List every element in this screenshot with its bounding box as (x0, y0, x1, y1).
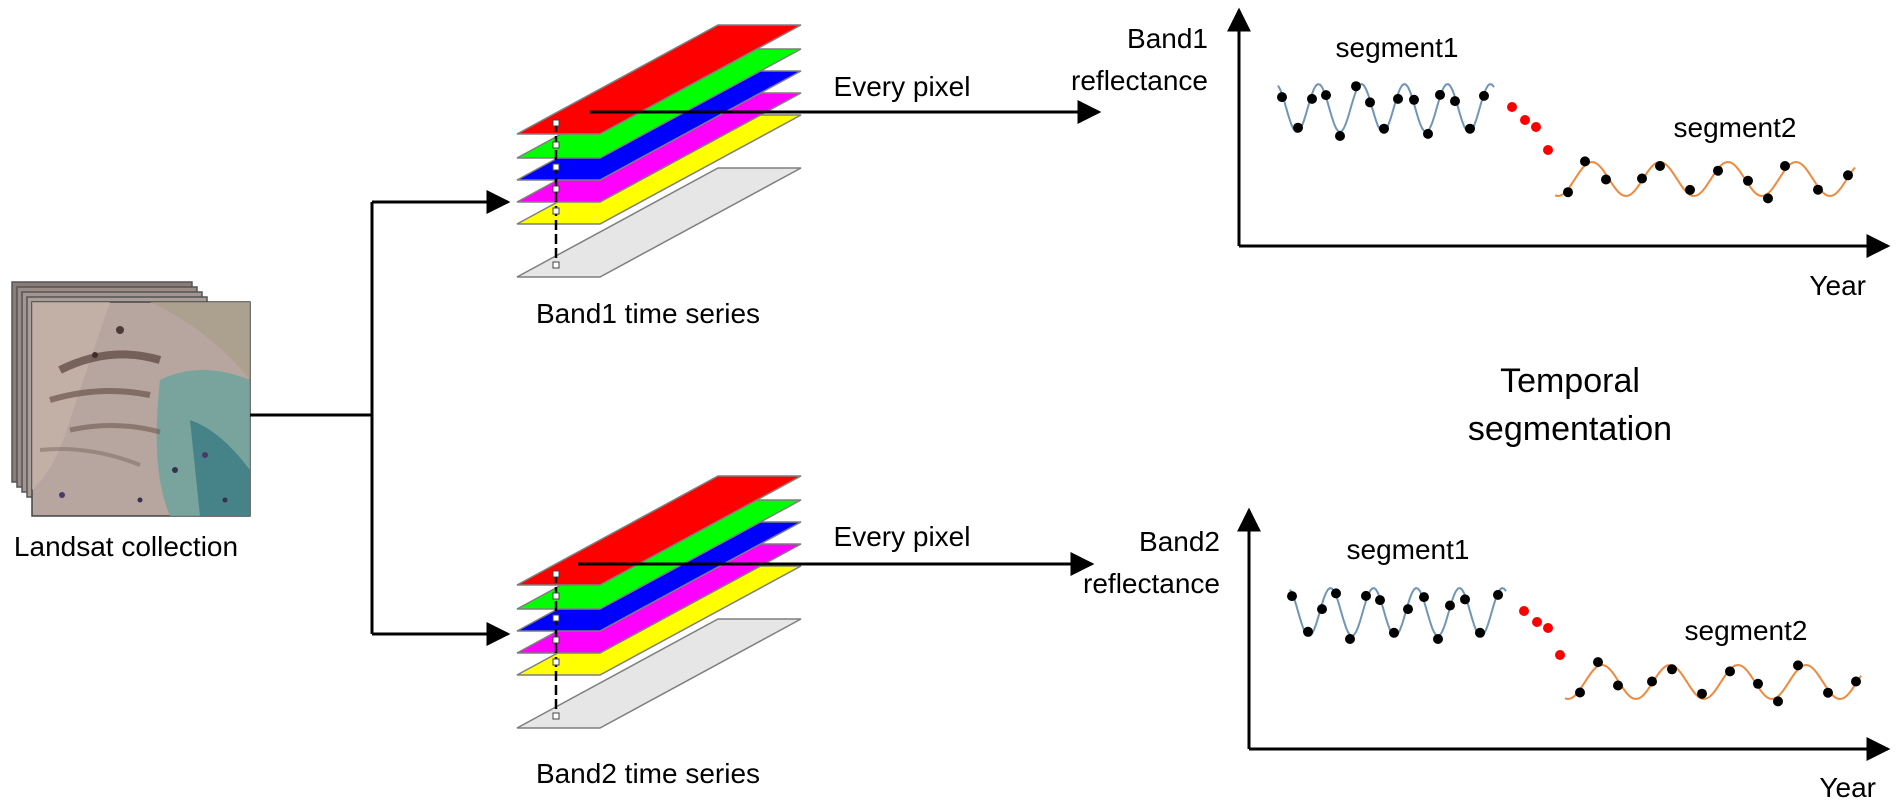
segment2-point-1 (1593, 657, 1603, 668)
segment1-point-10 (1423, 128, 1433, 139)
segment1-point-7 (1379, 123, 1389, 134)
segment1-point-7 (1389, 627, 1399, 638)
landsat-collection-label: Landsat collection (14, 531, 238, 562)
segment2-point-2 (1601, 174, 1611, 185)
band2-segment2-curve (1564, 664, 1862, 700)
segment2-point-5 (1685, 184, 1695, 195)
segment1-point-4 (1335, 131, 1345, 141)
segment1-point-11 (1445, 600, 1455, 611)
band1-segment1-label: segment1 (1336, 32, 1459, 63)
segment2-point-10 (1813, 184, 1823, 195)
band2-layer-stack (516, 475, 802, 729)
segment1-point-13 (1475, 627, 1485, 638)
band2-every-pixel-label: Every pixel (834, 521, 971, 552)
segment1-point-9 (1409, 94, 1419, 105)
temporal-segmentation-line1: Temporal (1500, 362, 1640, 400)
band2-pixel-drill (552, 570, 560, 720)
segment2-point-7 (1743, 175, 1753, 186)
band1-ylabel-line1: Band1 (1127, 23, 1208, 54)
band1-segment2-curve (1554, 161, 1856, 197)
segment2-point-4 (1655, 161, 1665, 171)
segment2-point-10 (1823, 687, 1833, 698)
band2-segment2-label: segment2 (1685, 615, 1808, 646)
band1-xlabel: Year (1809, 270, 1866, 301)
segment1-point-1 (1293, 122, 1303, 133)
segment1-point-12 (1460, 594, 1470, 605)
red-layer (516, 24, 802, 135)
segment1-point-13 (1465, 123, 1475, 134)
break-point-1 (1532, 617, 1542, 627)
segment1-point-2 (1317, 604, 1327, 615)
segment2-point-3 (1637, 173, 1647, 184)
band1-layer-stack (516, 24, 802, 278)
segment2-point-0 (1563, 187, 1573, 198)
red-layer (516, 475, 802, 586)
band2-xlabel: Year (1819, 772, 1876, 803)
band1-every-pixel-label: Every pixel (834, 71, 971, 102)
segment2-point-0 (1575, 687, 1585, 698)
break-point-2 (1531, 122, 1541, 132)
segment1-point-3 (1331, 588, 1341, 599)
segment2-point-6 (1713, 165, 1723, 176)
segment1-point-1 (1303, 626, 1313, 637)
break-point-0 (1507, 102, 1517, 112)
branch-connector (250, 190, 511, 646)
segment2-point-9 (1780, 161, 1790, 171)
landsat-image-stack (11, 281, 251, 517)
segment1-point-5 (1361, 590, 1371, 601)
band1-plot-axes (1227, 7, 1891, 258)
band2-observation-points (1287, 588, 1861, 707)
segment1-point-12 (1450, 96, 1460, 107)
band2-stack-label: Band2 time series (536, 758, 760, 789)
band2-plot-axes (1237, 507, 1891, 761)
segment1-point-5 (1351, 81, 1361, 92)
segment2-point-4 (1667, 664, 1677, 675)
temporal-segmentation-line2: segmentation (1468, 410, 1672, 448)
band2-ylabel-line2: reflectance (1083, 568, 1220, 599)
segment2-point-3 (1647, 676, 1657, 687)
segment2-point-8 (1773, 696, 1783, 707)
band1-stack-label: Band1 time series (536, 298, 760, 329)
segment1-point-2 (1307, 93, 1317, 104)
band2-ylabel-line1: Band2 (1139, 526, 1220, 557)
band1-segment2-label: segment2 (1674, 112, 1797, 143)
break-point-1 (1520, 115, 1530, 125)
base-layer (516, 618, 802, 729)
segment1-point-9 (1419, 592, 1429, 603)
segment1-point-0 (1287, 591, 1297, 602)
band1-pixel-drill (552, 119, 560, 269)
break-point-3 (1543, 145, 1553, 155)
segment1-point-4 (1345, 634, 1355, 644)
segment2-point-11 (1843, 170, 1853, 181)
segment2-point-5 (1697, 688, 1707, 699)
band2-segment1-label: segment1 (1347, 534, 1470, 565)
segment2-point-6 (1725, 666, 1735, 677)
segment1-point-3 (1321, 90, 1331, 101)
segment1-point-10 (1433, 634, 1443, 644)
break-point-3 (1555, 650, 1565, 660)
segment2-point-7 (1753, 678, 1763, 689)
segment1-point-14 (1493, 589, 1503, 600)
segment2-point-1 (1580, 156, 1590, 167)
base-layer (516, 167, 802, 278)
segment1-point-6 (1365, 97, 1375, 108)
segment1-point-14 (1479, 90, 1489, 101)
segment1-point-0 (1277, 92, 1287, 103)
break-point-2 (1543, 623, 1553, 633)
break-point-0 (1519, 606, 1529, 616)
band1-observation-points (1277, 81, 1853, 204)
segment2-point-8 (1763, 193, 1773, 204)
segment2-point-2 (1613, 680, 1623, 691)
segment2-point-11 (1851, 676, 1861, 687)
landsat-image (31, 301, 251, 517)
segment1-point-8 (1403, 604, 1413, 615)
segment1-point-6 (1375, 595, 1385, 606)
band1-ylabel-line2: reflectance (1071, 65, 1208, 96)
segment1-point-11 (1435, 89, 1445, 100)
segment1-point-8 (1393, 93, 1403, 104)
segment2-point-9 (1793, 660, 1803, 671)
